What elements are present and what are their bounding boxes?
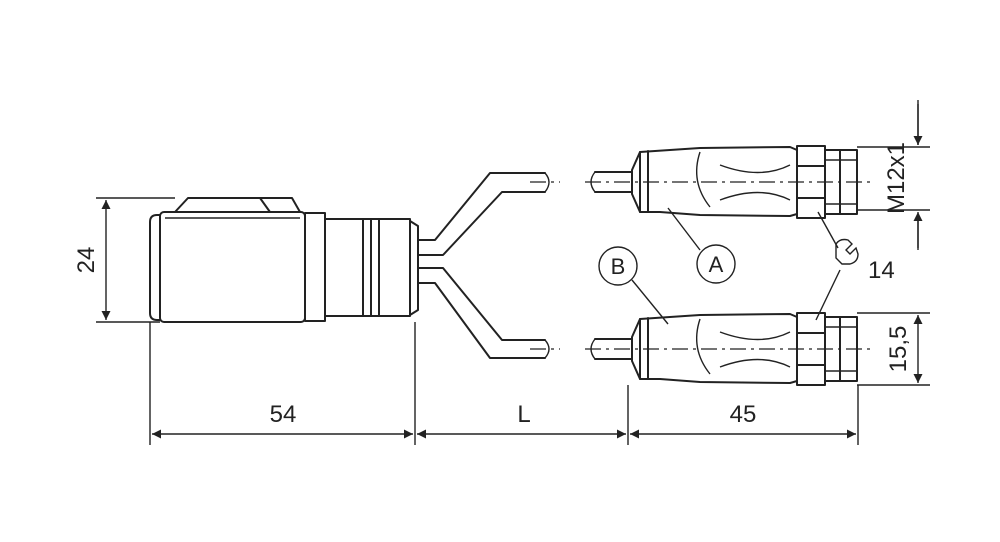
dimension-thread: M12x1 [857,100,930,250]
upper-right-connector [585,145,870,219]
dimension-nut-label: 15,5 [885,326,912,373]
dimension-54-label: 54 [270,401,297,428]
dimension-54: 54 [152,401,413,439]
cable-lower-left [417,267,560,359]
dimension-L-label: L [517,401,530,428]
wrench-size-label: 14 [868,257,895,284]
dimension-nut: 15,5 [857,312,930,386]
cable-upper-left [417,172,560,256]
left-connector [149,197,419,323]
callout-a-label: A [709,252,724,277]
callout-b: B [598,246,669,325]
dimension-thread-label: M12x1 [883,142,910,214]
dimension-length-lines [149,322,859,445]
callout-b-label: B [611,254,626,279]
dimension-24-label: 24 [73,247,100,274]
wrench-size-annotation: 14 [815,211,895,321]
wrench-icon [835,238,859,265]
dimension-45-label: 45 [730,401,757,428]
callout-a: A [667,207,736,284]
lower-right-connector [585,312,870,386]
dimension-L: L [417,401,626,439]
dimension-45: 45 [630,401,856,439]
